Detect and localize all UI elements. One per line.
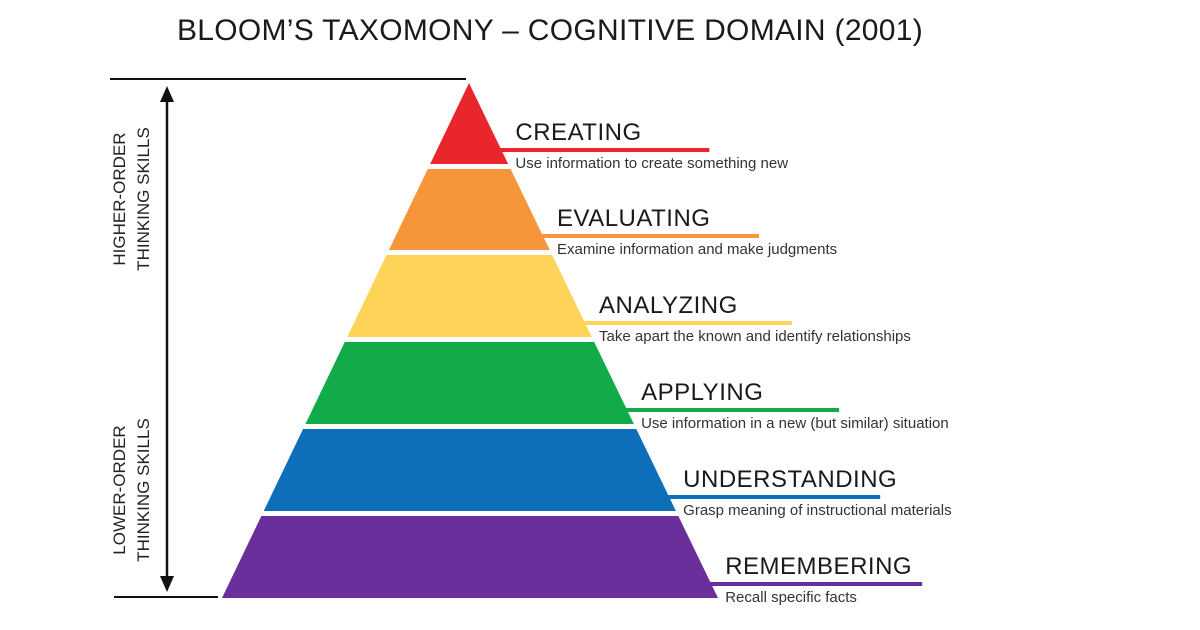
arrow-up-icon	[160, 86, 174, 102]
level-name-analyzing: ANALYZING	[599, 292, 738, 319]
level-name-evaluating: EVALUATING	[556, 205, 711, 232]
level-name-understanding: UNDERSTANDING	[683, 466, 898, 493]
level-name-creating: CREATING	[515, 119, 642, 146]
level-description-applying: Use information in a new (but similar) s…	[641, 415, 949, 432]
pyramid-layer-understanding	[263, 429, 676, 511]
pyramid-layer-remembering	[222, 516, 718, 598]
level-description-understanding: Grasp meaning of instructional materials	[683, 502, 952, 519]
pyramid-layer-analyzing	[347, 255, 592, 337]
pyramid-layer-evaluating	[388, 169, 550, 250]
level-description-evaluating: Examine information and make judgments	[556, 241, 838, 258]
lower-order-line2: THINKING SKILLS	[134, 418, 153, 562]
level-description-creating: Use information to create something new	[515, 155, 789, 172]
lower-order-label: LOWER-ORDER THINKING SKILLS	[108, 370, 156, 610]
level-name-applying: APPLYING	[641, 379, 764, 406]
lower-order-line1: LOWER-ORDER	[110, 425, 129, 555]
pyramid-layer-creating	[430, 83, 509, 164]
level-description-analyzing: Take apart the known and identify relati…	[599, 328, 911, 345]
higher-order-label: HIGHER-ORDER THINKING SKILLS	[108, 79, 156, 319]
higher-order-line1: HIGHER-ORDER	[110, 132, 129, 266]
arrow-down-icon	[160, 576, 174, 592]
level-name-remembering: REMEMBERING	[725, 553, 913, 580]
level-description-remembering: Recall specific facts	[725, 589, 857, 606]
pyramid-layer-applying	[305, 342, 634, 424]
higher-order-line2: THINKING SKILLS	[134, 127, 153, 271]
diagram-title: BLOOM’S TAXOMONY – COGNITIVE DOMAIN (200…	[176, 14, 924, 47]
